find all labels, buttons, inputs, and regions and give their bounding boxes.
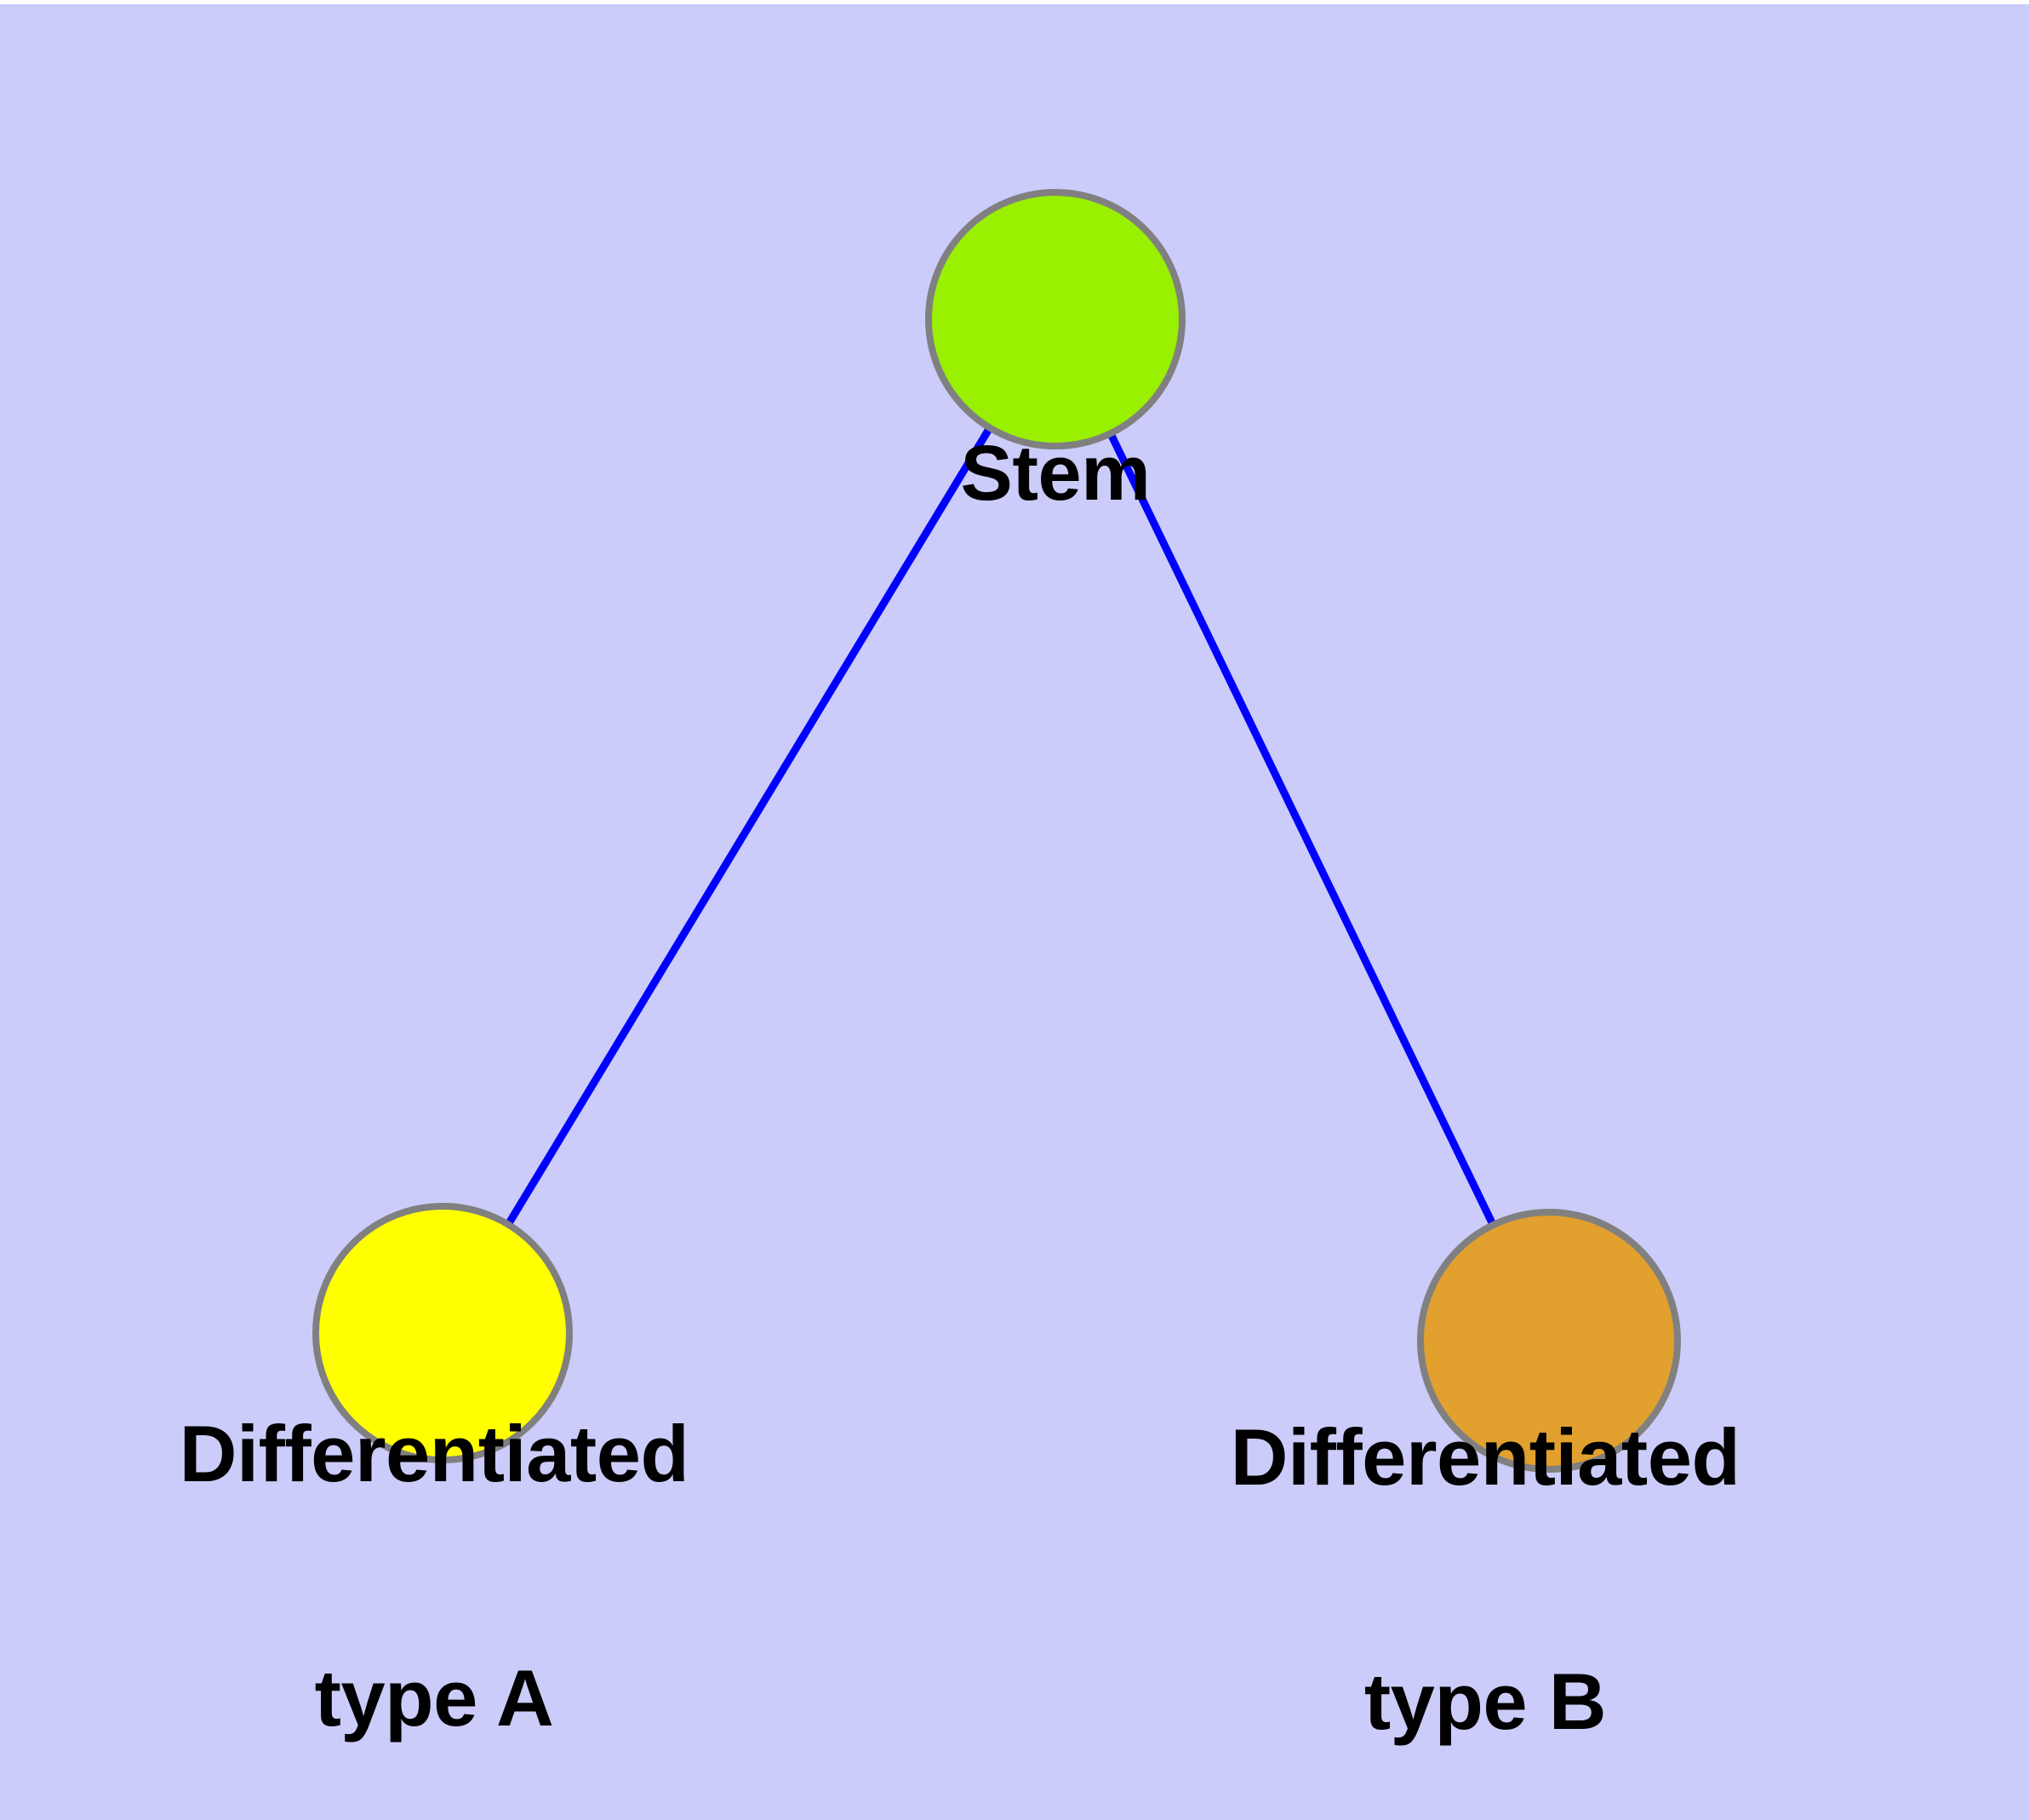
node-layer	[312, 189, 1681, 1473]
edge-stem-to-differentiated-type-b[interactable]	[1106, 430, 1498, 1228]
edge-stem-to-differentiated-type-a[interactable]	[504, 424, 994, 1228]
node-differentiated-type-b[interactable]	[1417, 1209, 1681, 1473]
edge-layer	[504, 424, 1498, 1228]
node-stem[interactable]	[925, 189, 1186, 449]
node-differentiated-type-a[interactable]	[312, 1203, 573, 1463]
